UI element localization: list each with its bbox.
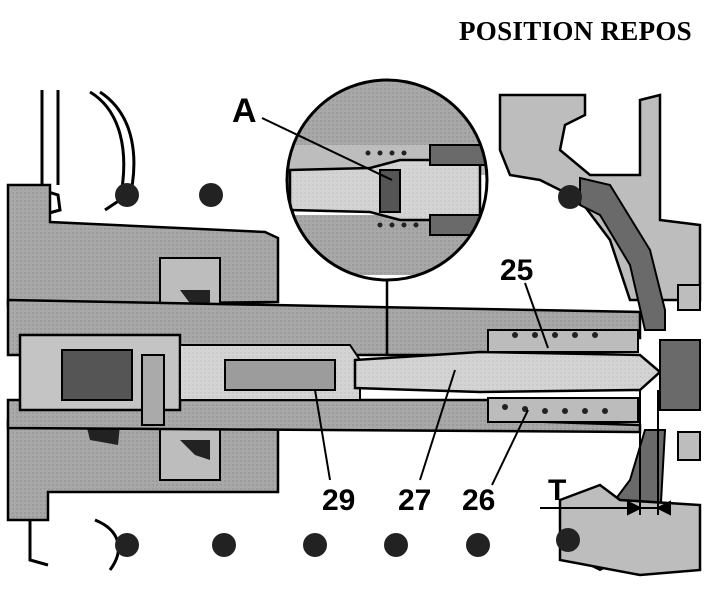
label-part-27: 27 xyxy=(398,484,431,517)
push-rod xyxy=(353,350,662,394)
leader-lines xyxy=(261,117,671,516)
label-part-29: 29 xyxy=(322,484,355,517)
spring xyxy=(487,329,639,423)
label-dimension-t: T xyxy=(548,474,566,507)
label-part-25: 25 xyxy=(500,254,533,287)
label-detail-a: A xyxy=(232,92,257,130)
label-part-26: 26 xyxy=(462,484,495,517)
diagram-title: POSITION REPOS xyxy=(458,16,692,46)
mounting-holes xyxy=(115,183,582,557)
detail-magnifier xyxy=(285,78,489,355)
